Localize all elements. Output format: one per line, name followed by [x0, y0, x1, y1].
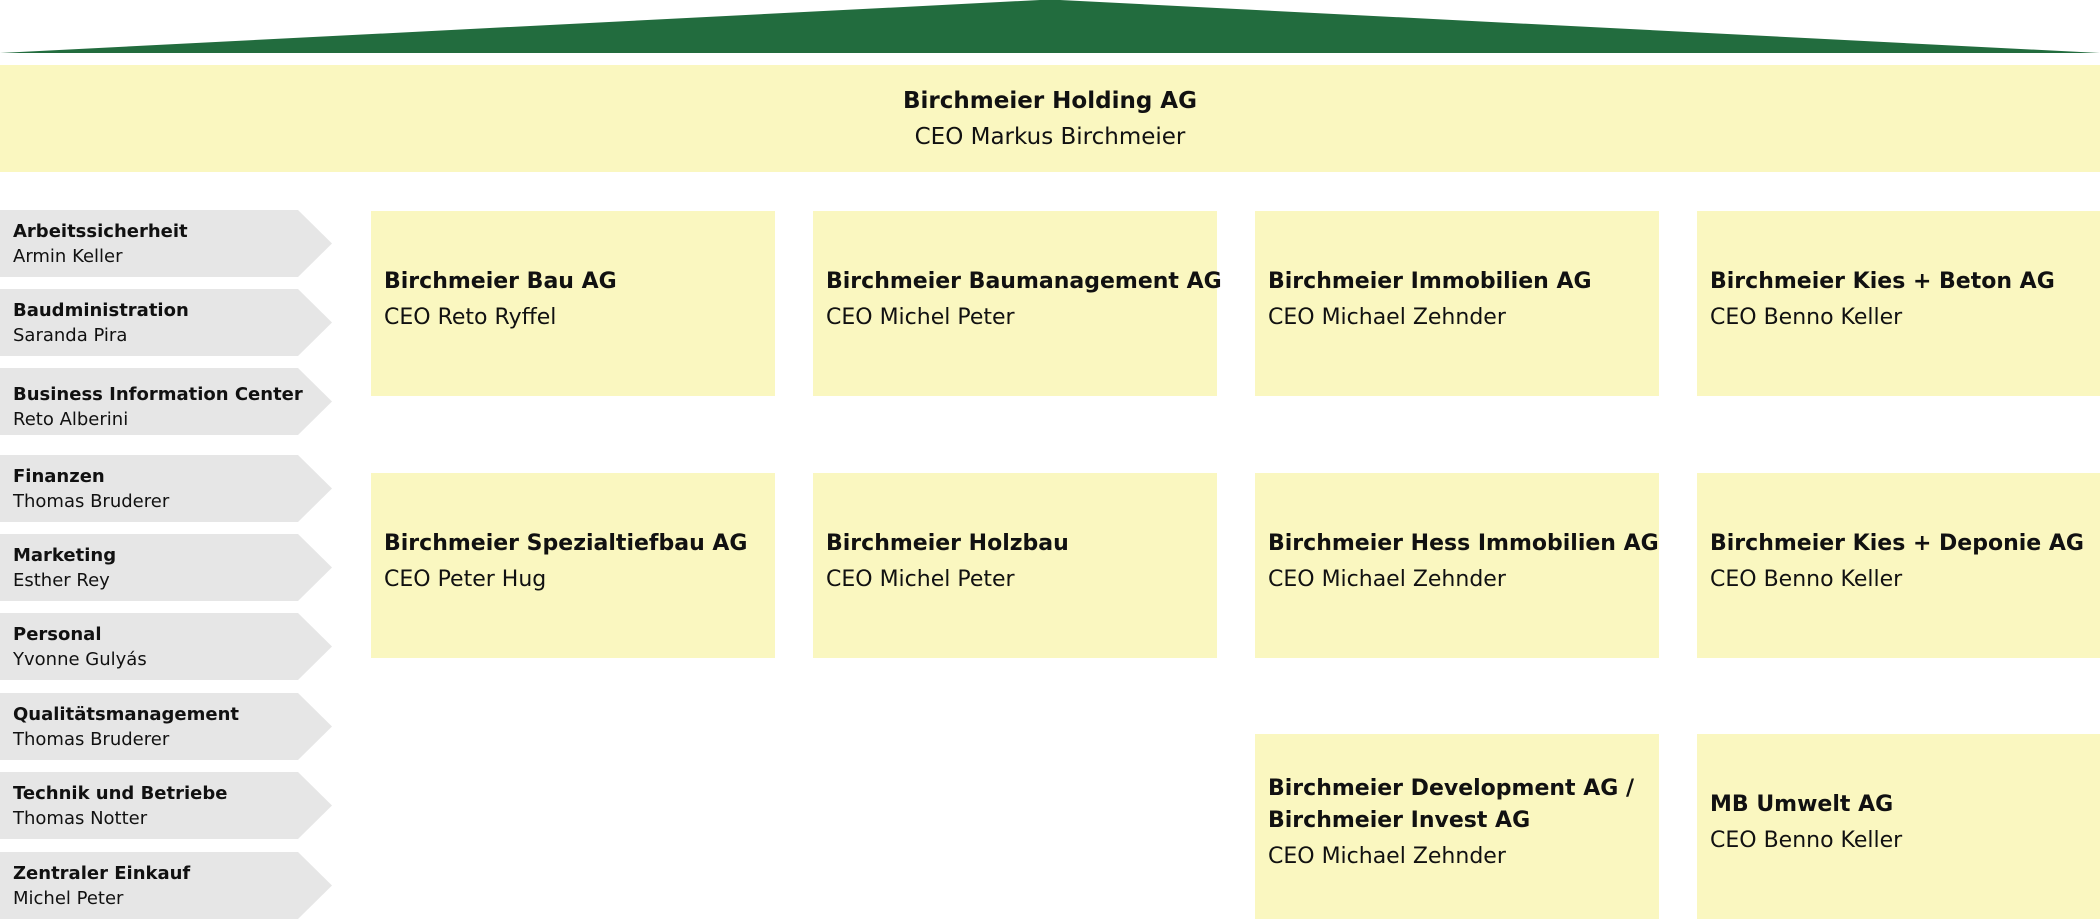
- department-head: Thomas Bruderer: [13, 491, 170, 512]
- company-name: Birchmeier Baumanagement AG: [826, 268, 1222, 294]
- company-box-holzbau: Birchmeier Holzbau CEO Michel Peter: [813, 473, 1217, 658]
- department-tag-business-information-center: Business Information Center Reto Alberin…: [0, 368, 332, 435]
- company-name: Birchmeier Immobilien AG: [1268, 268, 1592, 294]
- department-name: Marketing: [13, 545, 117, 566]
- company-ceo: CEO Michel Peter: [826, 304, 1015, 330]
- department-tag-baudministration: Baudministration Saranda Pira: [0, 289, 332, 356]
- department-tag-marketing: Marketing Esther Rey: [0, 534, 332, 601]
- company-name: Birchmeier Kies + Beton AG: [1710, 268, 2055, 294]
- department-name: Finanzen: [13, 466, 105, 487]
- company-box-mb-umwelt: MB Umwelt AG CEO Benno Keller: [1697, 734, 2100, 919]
- holding-name: Birchmeier Holding AG: [903, 87, 1197, 114]
- department-name: Business Information Center: [13, 384, 303, 405]
- company-box-baumanagement: Birchmeier Baumanagement AG CEO Michel P…: [813, 211, 1222, 396]
- company-ceo: CEO Reto Ryffel: [384, 304, 557, 330]
- roof-triangle: [0, 0, 2100, 53]
- department-tag-arbeitssicherheit: Arbeitssicherheit Armin Keller: [0, 210, 332, 277]
- company-ceo: CEO Michael Zehnder: [1268, 566, 1506, 592]
- company-ceo: CEO Michel Peter: [826, 566, 1015, 592]
- company-name: Birchmeier Hess Immobilien AG: [1268, 530, 1659, 556]
- department-tag-zentraler-einkauf: Zentraler Einkauf Michel Peter: [0, 852, 332, 919]
- company-box-kies-beton: Birchmeier Kies + Beton AG CEO Benno Kel…: [1697, 211, 2100, 396]
- company-box-spezialtiefbau: Birchmeier Spezialtiefbau AG CEO Peter H…: [371, 473, 775, 658]
- holding-ceo: CEO Markus Birchmeier: [914, 123, 1186, 150]
- department-head: Thomas Bruderer: [13, 729, 170, 750]
- company-name: Birchmeier Spezialtiefbau AG: [384, 530, 748, 556]
- company-name: Birchmeier Kies + Deponie AG: [1710, 530, 2084, 556]
- company-box-kies-deponie: Birchmeier Kies + Deponie AG CEO Benno K…: [1697, 473, 2100, 658]
- department-head: Thomas Notter: [13, 808, 148, 829]
- company-ceo: CEO Peter Hug: [384, 566, 547, 592]
- department-name: Baudministration: [13, 300, 189, 321]
- holding-box: Birchmeier Holding AG CEO Markus Birchme…: [0, 65, 2100, 172]
- department-tag-technik-und-betriebe: Technik und Betriebe Thomas Notter: [0, 772, 332, 839]
- company-ceo: CEO Benno Keller: [1710, 566, 1903, 592]
- department-head: Armin Keller: [13, 246, 123, 267]
- company-box-bau: Birchmeier Bau AG CEO Reto Ryffel: [371, 211, 775, 396]
- company-box-immobilien: Birchmeier Immobilien AG CEO Michael Zeh…: [1255, 211, 1659, 396]
- department-head: Esther Rey: [13, 570, 110, 591]
- company-name-line2: Birchmeier Invest AG: [1268, 807, 1531, 833]
- department-name: Qualitätsmanagement: [13, 704, 240, 725]
- company-ceo: CEO Michael Zehnder: [1268, 843, 1506, 869]
- department-head: Yvonne Gulyás: [13, 649, 147, 670]
- department-tag-personal: Personal Yvonne Gulyás: [0, 613, 332, 680]
- department-tag-finanzen: Finanzen Thomas Bruderer: [0, 455, 332, 522]
- roof-shape: [0, 0, 2100, 53]
- department-head: Saranda Pira: [13, 325, 128, 346]
- department-name: Technik und Betriebe: [13, 783, 228, 804]
- department-head: Michel Peter: [13, 888, 124, 909]
- company-box-development-invest: Birchmeier Development AG / Birchmeier I…: [1255, 734, 1659, 919]
- company-box-hess-immobilien: Birchmeier Hess Immobilien AG CEO Michae…: [1255, 473, 1659, 658]
- department-name: Zentraler Einkauf: [13, 863, 191, 884]
- department-head: Reto Alberini: [13, 409, 129, 430]
- department-name: Personal: [13, 624, 102, 645]
- company-ceo: CEO Benno Keller: [1710, 304, 1903, 330]
- company-ceo: CEO Michael Zehnder: [1268, 304, 1506, 330]
- department-tag-qualitaetsmanagement: Qualitätsmanagement Thomas Bruderer: [0, 693, 332, 760]
- company-name: Birchmeier Bau AG: [384, 268, 617, 294]
- company-name: MB Umwelt AG: [1710, 791, 1894, 817]
- department-name: Arbeitssicherheit: [13, 221, 188, 242]
- company-name-line1: Birchmeier Development AG /: [1268, 775, 1634, 801]
- company-ceo: CEO Benno Keller: [1710, 827, 1903, 853]
- company-name: Birchmeier Holzbau: [826, 530, 1069, 556]
